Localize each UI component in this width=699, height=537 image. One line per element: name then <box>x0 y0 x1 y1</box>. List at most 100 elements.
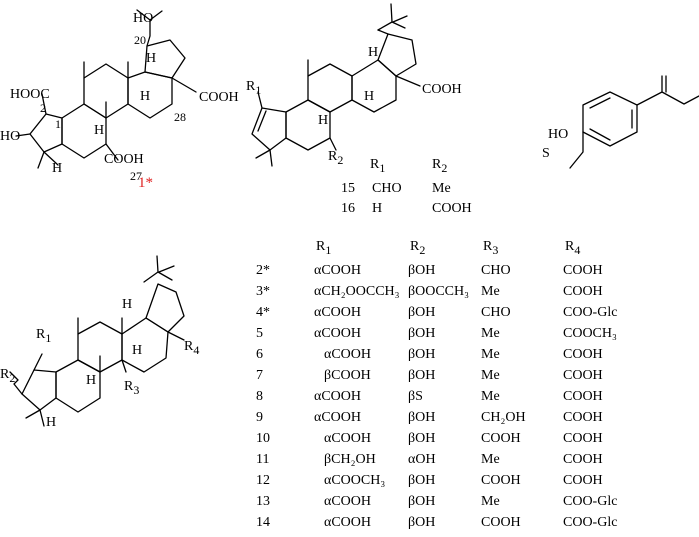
c1-cooh-28-label: COOH <box>199 90 239 105</box>
c15-row-r2: COOH <box>432 201 472 216</box>
gen-h-label: H <box>122 297 132 312</box>
table-cell-r1: αCOOH <box>314 305 361 320</box>
c1-h-label: H <box>52 161 62 176</box>
gen-methyls <box>77 317 123 373</box>
c1-c20-label: 20 <box>134 33 146 47</box>
s-label: S <box>542 146 550 161</box>
c1-ho-left-label: HO <box>0 129 20 144</box>
table-header-r3: R3 <box>483 239 498 257</box>
table-cell-r1: αCOOH <box>314 410 361 425</box>
vanillic-fragment-structure: S HO <box>542 75 699 169</box>
table-cell-r4: COOH <box>563 389 603 404</box>
gen-r3-label: R3 <box>124 379 139 397</box>
c15-r2-label: R2 <box>328 149 343 167</box>
table-cell-r1: αCOOCH₃ <box>324 473 385 488</box>
c1-c20-bond <box>146 19 151 47</box>
table-cell-r1: αCH₂OOCCH₃ <box>314 284 400 299</box>
c1-c27-label: 27 <box>130 169 142 183</box>
table-cell-r3: CH₂OH <box>481 410 526 425</box>
table-cell-r4: COOCH₃ <box>563 326 617 341</box>
table-row-number: 14 <box>256 515 270 530</box>
table-cell-r3: Me <box>481 494 500 509</box>
c1-ho-label: HO <box>133 11 153 26</box>
table-row-number: 2* <box>256 263 270 278</box>
c15-ring-d <box>351 59 397 113</box>
c1-c1-label: 1 <box>55 117 61 131</box>
c1-gem-dimethyl <box>37 151 59 169</box>
c15-r1-label: R1 <box>246 79 261 97</box>
gen-r1-bond <box>33 353 43 371</box>
table-cell-r1: αCOOH <box>324 515 371 530</box>
table-cell-r3: COOH <box>481 473 521 488</box>
table-cell-r1: βCH₂OH <box>324 452 376 467</box>
c15-row-r1: H <box>372 201 382 216</box>
table-cell-r2: βOH <box>408 347 435 362</box>
table-cell-r1: αCOOH <box>314 389 361 404</box>
c15-col-r1-header: R1 <box>370 157 385 175</box>
c1-c28-bond <box>171 77 197 93</box>
table-cell-r1: βCOOH <box>324 368 371 383</box>
c15-ring-e <box>377 33 417 77</box>
compound-1-structure: HO 20 HOOC 2 1 HO H H H H COOH 28 COOH 2… <box>0 9 239 191</box>
table-row-number: 7 <box>256 368 263 383</box>
table-row-number: 9 <box>256 410 263 425</box>
c15-ring-a <box>251 107 287 151</box>
c1-c28-label: 28 <box>174 110 186 124</box>
c1-hooc-label: HOOC <box>10 87 50 102</box>
c15-h-label: H <box>318 113 328 128</box>
gen-ring-d <box>121 317 169 373</box>
c15-row-r2: Me <box>432 181 451 196</box>
table-cell-r2: βOH <box>408 431 435 446</box>
c1-ring-e <box>144 39 186 79</box>
table-cell-r4: COO-Glc <box>563 305 617 320</box>
table-cell-r3: Me <box>481 389 500 404</box>
table-row-number: 13 <box>256 494 270 509</box>
c15-h-label: H <box>368 45 378 60</box>
table-row-number: 5 <box>256 326 263 341</box>
table-cell-r2: βOH <box>408 473 435 488</box>
table-cell-r3: Me <box>481 326 500 341</box>
table-row-number: 4* <box>256 305 270 320</box>
table-cell-r1: αCOOH <box>314 326 361 341</box>
gen-isopropenyl <box>143 255 175 283</box>
c1-c27-bond <box>105 143 119 161</box>
table-cell-r3: Me <box>481 452 500 467</box>
table-cell-r3: CHO <box>481 263 511 278</box>
c15-cooh-bond <box>395 75 421 87</box>
table-cell-r2: βOH <box>408 263 435 278</box>
table-cell-r2: βOH <box>408 368 435 383</box>
c1-h-label: H <box>94 123 104 138</box>
table-cell-r4: COOH <box>563 284 603 299</box>
general-structure: R1 R2 R3 R4 H H H H <box>0 255 199 430</box>
c15-r1-bond <box>257 91 263 109</box>
table-cell-r4: COOH <box>563 431 603 446</box>
c1-cooh-27-label: COOH <box>104 152 144 167</box>
c15-double-bond <box>257 110 267 132</box>
table-row-number: 3* <box>256 284 270 299</box>
table-cell-r1: αCOOH <box>314 263 361 278</box>
c1-h-label: H <box>146 51 156 66</box>
c1-ring-a <box>29 113 63 153</box>
table-header-r2: R2 <box>410 239 425 257</box>
table-cell-r2: βOH <box>408 494 435 509</box>
c15-bond <box>377 29 389 35</box>
table-cell-r4: COO-Glc <box>563 494 617 509</box>
gen-h-label: H <box>46 415 56 430</box>
gen-gem-dimethyl <box>25 409 45 427</box>
table-cell-r4: COOH <box>563 368 603 383</box>
c15-row-number: 15 <box>341 181 355 196</box>
methoxy-group <box>569 131 584 169</box>
c1-c2-bond <box>41 93 47 115</box>
gen-r4-bond <box>167 331 185 341</box>
table-cell-r4: COOH <box>563 347 603 362</box>
compound-1-label: 1* <box>138 175 153 191</box>
table-row-number: 6 <box>256 347 263 362</box>
table-cell-r3: CHO <box>481 305 511 320</box>
table-row-number: 10 <box>256 431 270 446</box>
table-cell-r2: βS <box>408 389 423 404</box>
table-cell-r4: COO-Glc <box>563 515 617 530</box>
c15-h-label: H <box>364 89 374 104</box>
ester-group <box>636 75 699 106</box>
